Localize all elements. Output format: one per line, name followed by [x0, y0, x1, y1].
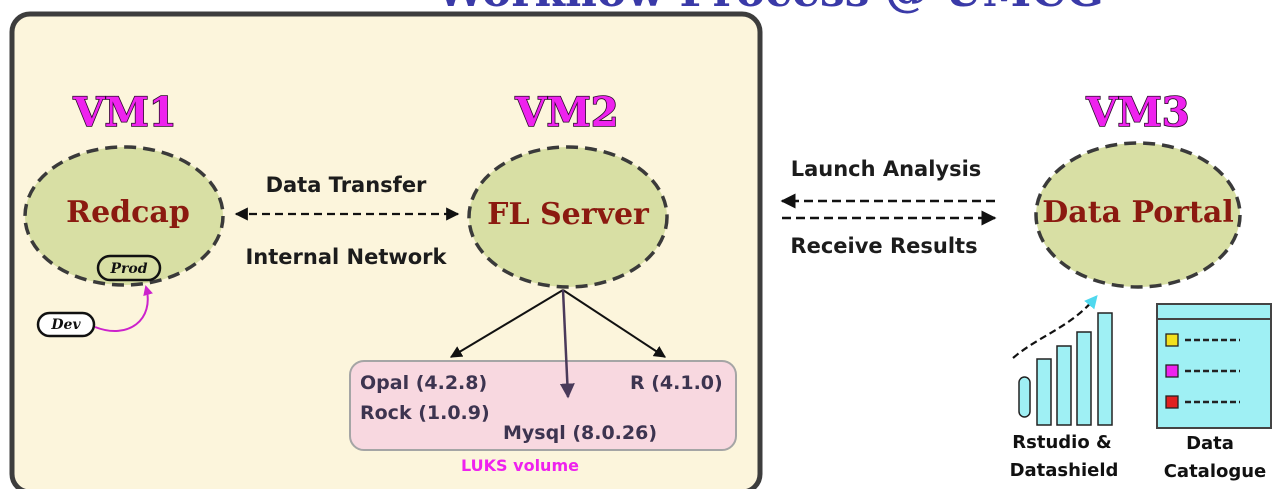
- receive-results-label: Receive Results: [790, 234, 977, 258]
- bar-chart-icon: [1018, 312, 1113, 426]
- catalogue-icon: [1156, 303, 1272, 429]
- fl-server-label: FL Server: [487, 197, 650, 232]
- data-portal-label: Data Portal: [1042, 195, 1233, 230]
- data-portal-node: [1034, 141, 1242, 289]
- luks-volume-box: [349, 360, 737, 451]
- prod-environment: [96, 254, 162, 282]
- luks-volume-label: LUKS volume: [461, 456, 579, 475]
- rstudio-label-line2: Datashield: [1010, 460, 1119, 481]
- fl-to-mysql-arrow: [559, 289, 575, 399]
- internal-network-label: Internal Network: [245, 245, 447, 269]
- dev-environment: [36, 311, 96, 338]
- redcap-label: Redcap: [66, 195, 190, 230]
- dev-label: Dev: [50, 317, 81, 333]
- r-item: R (4.1.0): [630, 372, 723, 394]
- rock-item: Rock (1.0.9): [360, 402, 490, 424]
- prod-label: Prod: [109, 261, 147, 277]
- mysql-item: Mysql (8.0.26): [503, 422, 657, 444]
- catalogue-label-line2: Catalogue: [1164, 461, 1267, 482]
- growth-trend-arrow: [1012, 294, 1098, 359]
- fl-server-node: [467, 145, 669, 289]
- fl-to-opal-arrow: [449, 289, 564, 358]
- redcap-node: [23, 145, 225, 287]
- vm1-title: VM1: [72, 89, 176, 136]
- launch-analysis-label: Launch Analysis: [791, 157, 982, 181]
- vm2-title: VM2: [514, 89, 618, 136]
- catalogue-label-line1: Data: [1186, 433, 1234, 454]
- data-transfer-label: Data Transfer: [266, 173, 427, 197]
- fl-to-r-arrow: [562, 289, 667, 358]
- opal-item: Opal (4.2.8): [360, 372, 487, 394]
- rstudio-label-line1: Rstudio &: [1012, 432, 1111, 453]
- dev-to-prod-arrow: [94, 285, 153, 332]
- vm3-title: VM3: [1085, 89, 1189, 136]
